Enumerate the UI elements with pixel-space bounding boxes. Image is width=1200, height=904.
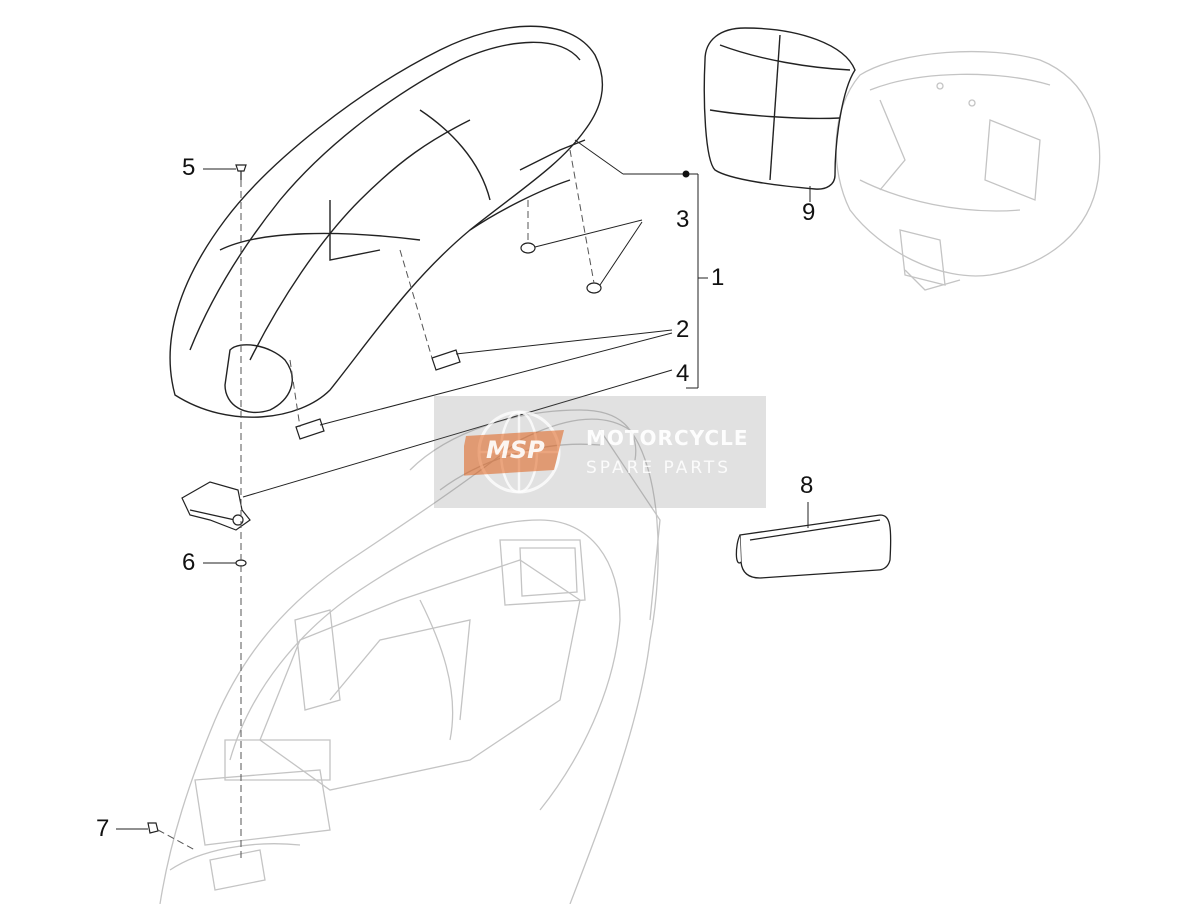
watermark-box: MSP MOTORCYCLE SPARE PARTS [434,396,766,508]
watermark-logo-text: MSP [486,436,545,464]
screw-7 [147,822,159,834]
callout-6: 6 [182,549,196,576]
leader-lines [116,139,811,830]
msp-globe-logo [464,410,564,494]
callout-7: 7 [96,815,110,842]
clip-2 [295,349,461,440]
backrest [703,27,856,190]
buffer-3 [520,242,602,294]
top-case [835,50,1101,291]
assembly-axes [157,149,595,860]
callout-3: 3 [676,206,690,233]
callout-4: 4 [676,360,690,387]
callout-8: 8 [800,472,814,499]
callout-2: 2 [676,316,690,343]
callout-5: 5 [182,154,196,181]
watermark-subtitle: SPARE PARTS [586,458,732,478]
callout-9: 9 [802,199,816,226]
watermark-title: MOTORCYCLE [586,426,749,450]
scooter-body [159,409,661,904]
seat-lock-4 [181,481,251,531]
callout-1: 1 [711,264,725,291]
tool-pouch-8 [735,514,892,579]
seat [169,25,603,418]
assembly-dot [682,170,690,178]
screw-5 [235,164,247,180]
